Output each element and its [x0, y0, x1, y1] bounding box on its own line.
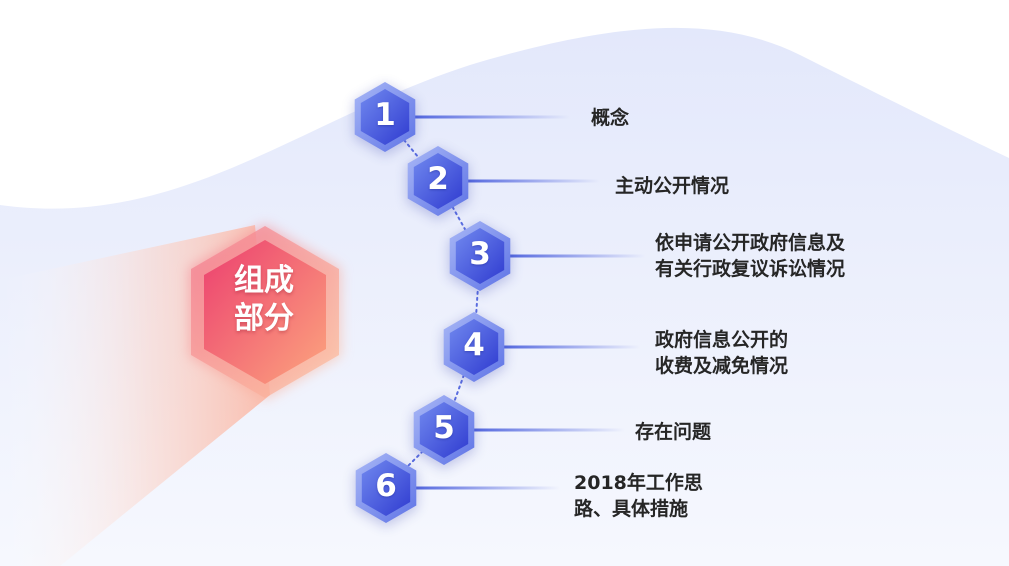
hexagon-number-2: 2: [427, 161, 449, 197]
item-label-4-line-1: 政府信息公开的: [655, 329, 789, 351]
hexagon-5: [412, 395, 476, 469]
hexagon-4: [442, 312, 506, 386]
hexagon-group: [353, 82, 512, 527]
pointer-line-4: [494, 345, 640, 349]
center-title-line-2: 部分: [234, 301, 294, 336]
item-label-2: 主动公开情况: [615, 173, 729, 199]
hexagon-number-6: 6: [375, 468, 397, 504]
pointer-line-2: [458, 179, 600, 183]
item-label-6-line-2: 路、具体措施: [574, 498, 689, 520]
item-label-4-line-2: 收费及减免情况: [655, 355, 789, 377]
item-label-2-line-1: 主动公开情况: [615, 175, 730, 197]
item-label-3-line-2: 有关行政复议诉讼情况: [655, 258, 846, 280]
pointer-line-3: [500, 254, 645, 258]
hexagon-3: [448, 221, 512, 295]
pointer-line-5: [464, 428, 625, 432]
hexagon-6: [354, 453, 418, 527]
pointer-group: [405, 115, 645, 490]
pointer-line-6: [406, 486, 560, 490]
item-label-3-line-1: 依申请公开政府信息及: [655, 232, 846, 254]
hexagon-number-4: 4: [463, 327, 485, 363]
hexagon-1: [353, 82, 417, 156]
hexagon-2: [406, 146, 470, 220]
hexagon-number-3: 3: [469, 236, 491, 272]
center-hexagon: [189, 224, 341, 400]
item-label-1: 概念: [591, 105, 629, 131]
center-title: 组成 部分: [196, 262, 332, 338]
item-label-6: 2018年工作思路、具体措施: [574, 470, 703, 522]
background-wave: [0, 27, 1009, 566]
item-label-6-line-1: 2018年工作思: [574, 472, 703, 494]
item-label-4: 政府信息公开的收费及减免情况: [655, 327, 788, 379]
item-label-1-line-1: 概念: [591, 107, 630, 129]
hexagon-number-5: 5: [433, 410, 455, 446]
item-label-5: 存在问题: [635, 419, 711, 445]
item-label-3: 依申请公开政府信息及有关行政复议诉讼情况: [655, 230, 845, 282]
item-label-5-line-1: 存在问题: [635, 421, 712, 443]
pointer-line-1: [405, 115, 570, 119]
hexagon-number-1: 1: [374, 97, 396, 133]
center-title-line-1: 组成: [234, 263, 294, 298]
